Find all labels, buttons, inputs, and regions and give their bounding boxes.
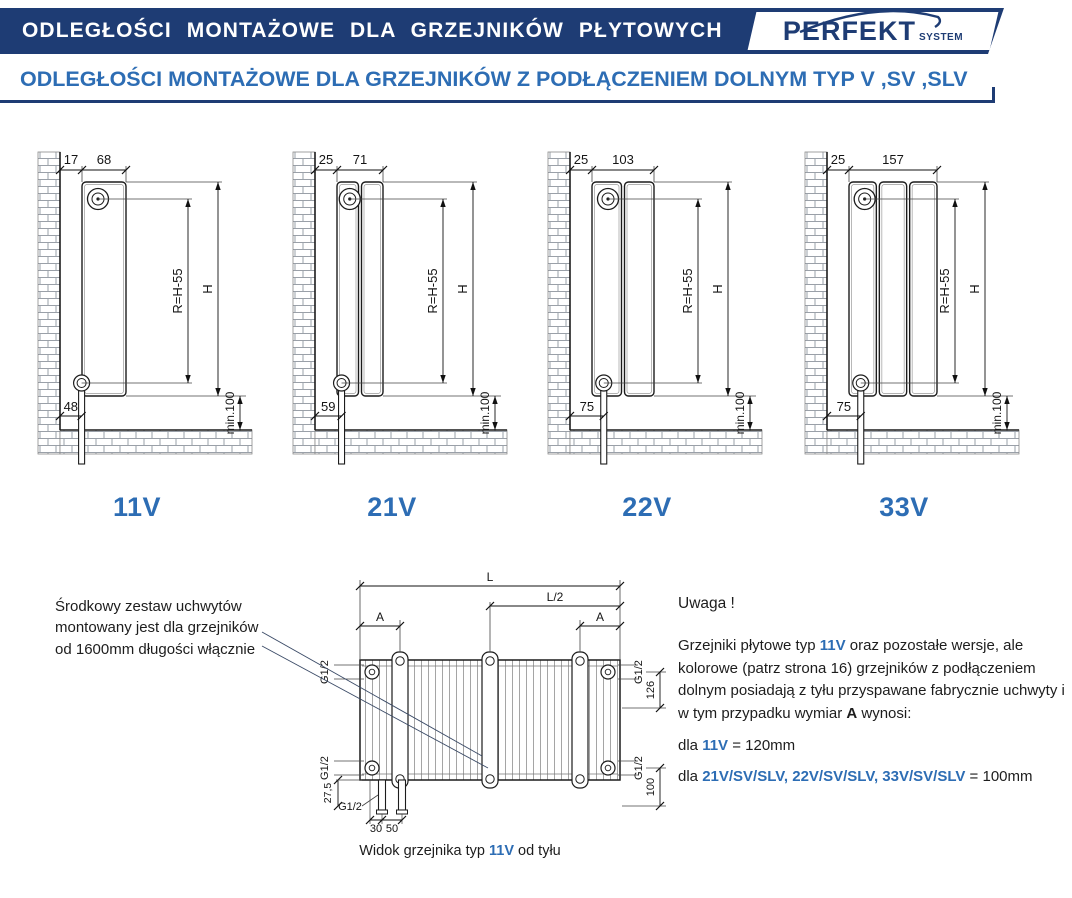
dim-label: 48 <box>64 399 78 414</box>
dim-label: G1/2 <box>633 660 645 684</box>
note-segment: = 100mm <box>965 767 1033 785</box>
dim-label: 75 <box>837 399 851 414</box>
dim-label: R=H-55 <box>937 268 952 313</box>
logo-sub: SYSTEM <box>918 31 964 43</box>
note-segment: wynosi: <box>857 704 912 722</box>
uwaga-paragraph: Grzejniki płytowe typ 11V oraz pozostałe… <box>678 635 1070 725</box>
dim-label: L <box>487 570 494 584</box>
dim-label: G1/2 <box>319 756 331 780</box>
dim-label: min.100 <box>733 391 747 434</box>
dim-label: 25 <box>319 152 333 167</box>
subtitle: ODLEGŁOŚCI MONTAŻOWE DLA GRZEJNIKÓW Z PO… <box>20 67 968 91</box>
dim-label: H <box>967 284 982 293</box>
dim-label: min.100 <box>990 391 1004 434</box>
diagram-type-label: 11V <box>112 492 162 522</box>
note-segment: A <box>846 704 858 722</box>
page-title: ODLEGŁOŚCI MONTAŻOWE DLA GRZEJNIKÓW PŁYT… <box>22 19 723 42</box>
diagram-type-label: 22V <box>622 492 672 522</box>
note-segment: 11V <box>819 637 846 655</box>
uwaga-line-others: dla 21V/SV/SLV, 22V/SV/SLV, 33V/SV/SLV =… <box>678 766 1070 789</box>
dim-label: 103 <box>612 152 634 167</box>
dim-label: A <box>596 610 604 624</box>
note-segment: dla <box>678 737 703 755</box>
dim-label: G1/2 <box>633 756 645 780</box>
note-segment: 11V <box>702 737 729 755</box>
dim-label: 126 <box>645 681 657 699</box>
caption-text: od tyłu <box>514 843 561 859</box>
dim-label: 68 <box>97 152 111 167</box>
dim-label: 25 <box>831 152 845 167</box>
dim-label: G1/2 <box>338 801 362 813</box>
bracket-note-line: od 1600mm długości włącznie <box>55 640 256 658</box>
caption-text: Widok grzejnika typ <box>359 843 489 859</box>
note-segment: Grzejniki płytowe typ <box>678 637 820 655</box>
bracket-note-line: Środkowy zestaw uchwytów <box>55 598 242 615</box>
dim-label: R=H-55 <box>170 268 185 313</box>
dim-label: 27,5 <box>322 783 334 804</box>
subtitle-banner: ODLEGŁOŚCI MONTAŻOWE DLA GRZEJNIKÓW Z PO… <box>0 58 995 103</box>
dim-label: H <box>710 284 725 293</box>
note-segment: = 120mm <box>728 737 796 755</box>
note-segment: dla <box>678 767 703 785</box>
dim-label: 100 <box>645 778 657 796</box>
uwaga-line-11v: dla 11V = 120mm <box>678 735 1070 758</box>
dim-label: H <box>455 284 470 293</box>
dim-label: 157 <box>882 152 904 167</box>
perfekt-logo: PERFEKT SYSTEM <box>747 9 999 50</box>
dim-label: L/2 <box>547 590 564 604</box>
uwaga-title: Uwaga ! <box>678 595 735 612</box>
dim-label: 30 <box>370 823 382 835</box>
dim-label: R=H-55 <box>425 268 440 313</box>
uwaga-note: Uwaga ! Grzejniki płytowe typ 11V oraz p… <box>678 592 1070 788</box>
dim-label: 25 <box>574 152 588 167</box>
dim-label: min.100 <box>478 391 492 434</box>
perfekt-logo-inner: PERFEKT SYSTEM <box>752 9 994 50</box>
dim-label: 59 <box>321 399 335 414</box>
diagram-type-label: 21V <box>367 492 417 522</box>
dim-label: 17 <box>64 152 78 167</box>
note-segment: 21V/SV/SLV, 22V/SV/SLV, 33V/SV/SLV <box>702 767 966 785</box>
dim-label: 75 <box>580 399 594 414</box>
bracket-note: Środkowy zestaw uchwytów montowany jest … <box>55 596 280 660</box>
diagram-type-label: 33V <box>879 492 929 522</box>
bracket-note-line: montowany jest dla grzejników <box>55 619 259 637</box>
dim-label: R=H-55 <box>680 268 695 313</box>
logo-brand: PERFEKT <box>782 16 916 46</box>
dim-label: H <box>200 284 215 293</box>
caption-type: 11V <box>489 843 514 859</box>
rear-view-caption: Widok grzejnika typ 11V od tyłu <box>250 843 670 859</box>
dim-label: 50 <box>386 823 398 835</box>
dim-label: A <box>376 610 384 624</box>
dim-label: 71 <box>353 152 367 167</box>
dim-label: min.100 <box>223 391 237 434</box>
note-segment: oraz pozostałe wersje, ale kolorowe (pat… <box>678 637 1065 722</box>
